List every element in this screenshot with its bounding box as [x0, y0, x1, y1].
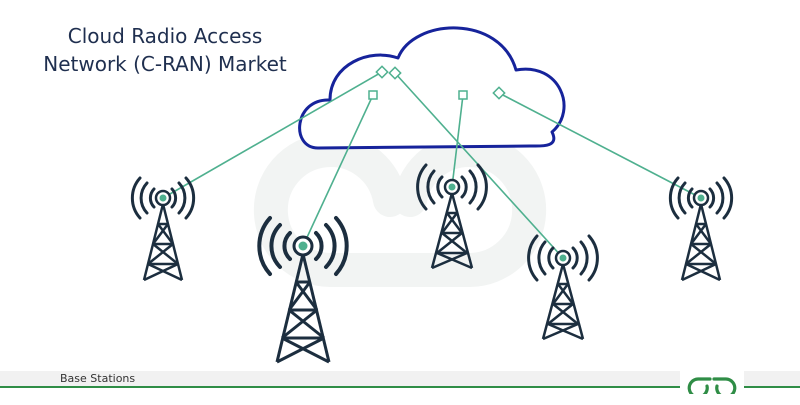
connector-node: [368, 90, 378, 100]
base-station-tower-icon: [527, 234, 599, 341]
base-station-tower-icon: [130, 176, 196, 282]
base-station-tower-icon: [257, 216, 349, 364]
connector-node: [492, 86, 506, 100]
title-line-1: Cloud Radio Access: [67, 24, 263, 48]
cloud-icon: [298, 26, 566, 150]
watermark-logo: [253, 133, 547, 287]
connection-lines: [162, 71, 702, 259]
cloud-connectors: [368, 65, 506, 100]
geeksforgeeks-logo-icon: [687, 377, 737, 399]
base-station-tower-icon: [668, 176, 734, 282]
base-station-tower-icon: [416, 163, 488, 270]
footer-bar: [0, 371, 800, 387]
link-line-1: [162, 71, 383, 199]
brand-logo: [680, 364, 744, 399]
link-line-4: [451, 94, 464, 188]
footer-divider: [0, 386, 800, 388]
link-line-2: [302, 94, 374, 247]
link-line-5: [498, 92, 702, 199]
diagram-title: Cloud Radio Access Network (C-RAN) Marke…: [20, 22, 310, 78]
connector-node: [458, 90, 468, 100]
title-line-2: Network (C-RAN) Market: [43, 52, 287, 76]
connector-node: [388, 66, 402, 80]
connector-node: [375, 65, 389, 79]
footer-label-base-stations: Base Stations: [60, 372, 136, 385]
